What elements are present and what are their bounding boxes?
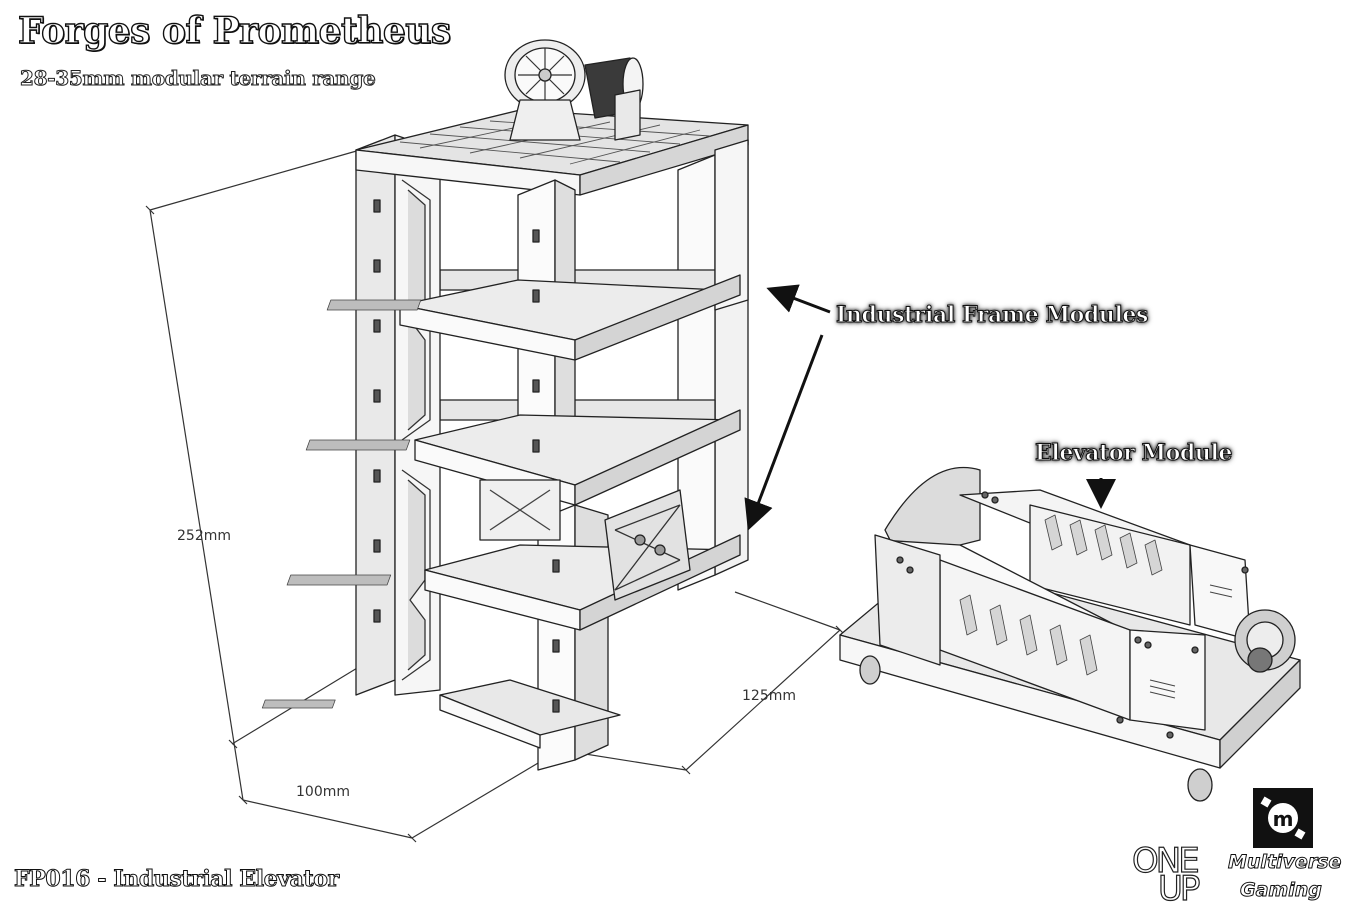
dimension-height: 252mm (177, 528, 231, 544)
arrow-icon (744, 334, 824, 531)
multiverse-gaming-logo: m (1253, 788, 1313, 848)
svg-text:m: m (1273, 807, 1294, 831)
brand-gaming: Gaming (1240, 879, 1323, 902)
dimension-width: 100mm (296, 784, 350, 800)
oneup-logo-bottom: UP (1157, 869, 1201, 909)
arrow-icon (766, 284, 831, 314)
elevator-cage-icon (604, 489, 691, 601)
callout-frame-modules: Industrial Frame Modules (836, 302, 1149, 329)
page-subtitle: 28-35mm modular terrain range (19, 66, 376, 91)
pulley-winch-icon (504, 39, 644, 141)
dimension-depth: 125mm (742, 688, 796, 704)
dimension-lines (145, 149, 845, 843)
elevator-module-drawing (839, 466, 1301, 802)
callout-arrows (744, 284, 1116, 531)
callout-elevator-module: Elevator Module (1034, 440, 1233, 467)
page-title: Forges of Prometheus (17, 9, 452, 52)
product-code: FP016 - Industrial Elevator (14, 866, 340, 893)
oneup-logo-top: ONE (1131, 841, 1200, 881)
elevator-tower (261, 39, 749, 771)
brand-multiverse: Multiverse (1227, 851, 1342, 874)
